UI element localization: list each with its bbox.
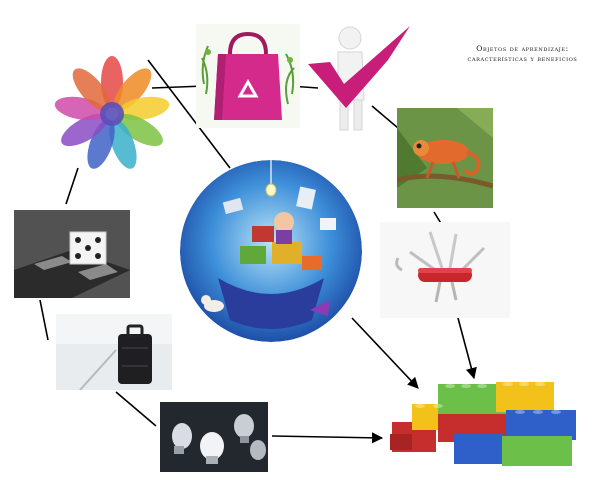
line-bulbs-lego: [271, 432, 384, 444]
line-dice-suitcase: [39, 299, 49, 341]
chameleon-image: [397, 108, 493, 208]
center-globe-image: [180, 160, 362, 342]
lego-icon: [390, 382, 576, 466]
swiss-knife-image: [380, 222, 510, 318]
line-suitcase-bulbs: [115, 391, 157, 427]
title-line-2: características y beneficios: [467, 54, 578, 63]
lego-blocks-image: [384, 378, 584, 472]
colorful-hands-icon: [54, 56, 170, 172]
suitcase-icon: [56, 314, 172, 390]
light-bulbs-image: [160, 402, 268, 472]
dice-icon: [14, 210, 130, 298]
suitcase-image: [56, 314, 172, 390]
line-check-chameleon: [371, 105, 399, 129]
checkmark-icon: [308, 26, 410, 108]
line-globe-lego: [351, 317, 419, 389]
line-knife-lego: [457, 317, 477, 380]
title-line-1: Objetos de aprendizaje:: [476, 44, 569, 53]
line-hands-dice: [65, 167, 79, 205]
checkmark-figure-image: [304, 20, 416, 134]
diagram-title: Objetos de aprendizaje: características …: [440, 44, 605, 64]
line-hands-globe: [147, 59, 231, 169]
lightbulb-icon: [160, 402, 268, 472]
dice-image: [14, 210, 130, 298]
recycle-icon: [237, 78, 259, 98]
recycle-bag-image: [196, 24, 300, 128]
knife-icon: [395, 231, 486, 303]
learning-objects-icon: [180, 160, 362, 342]
